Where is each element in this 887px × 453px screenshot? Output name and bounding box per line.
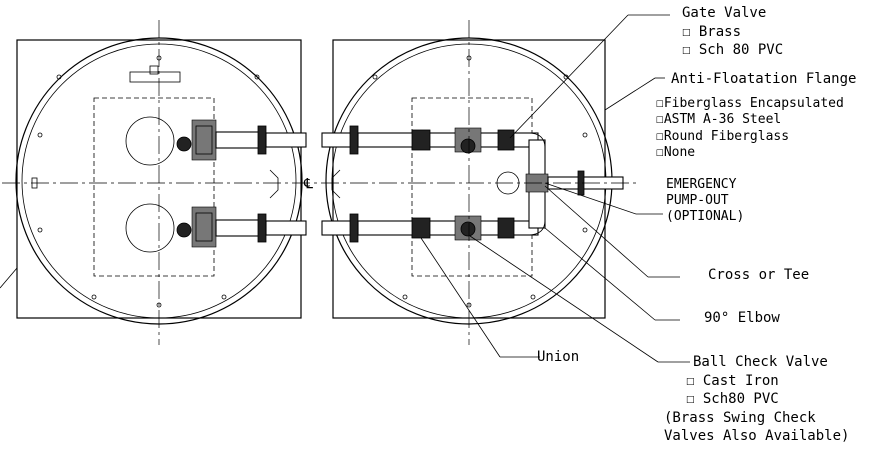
left-outlet-pipe-lower (265, 220, 307, 236)
left-basin-ring-notch (269, 169, 279, 199)
pump-out-line-3: (OPTIONAL) (666, 209, 744, 224)
callout-anti-floatation-flange: Anti-Floatation Flange ☐Fiberglass Encap… (656, 71, 856, 160)
leader-lines (420, 14, 690, 363)
check-valve-option-cast-iron: ☐ Cast Iron (686, 373, 779, 389)
check-valve-note-1: (Brass Swing Check (664, 410, 816, 426)
flange-option-fiberglass-encapsulated: ☐Fiberglass Encapsulated (656, 96, 844, 111)
flange-option-astm-steel: ☐ASTM A-36 Steel (656, 112, 781, 127)
pump-out-line-1: EMERGENCY (666, 177, 737, 192)
left-basin-hatch-outline (93, 97, 215, 277)
elbow-upper (527, 132, 546, 149)
right-inlet-flange-lower (349, 213, 359, 243)
left-basin-pump-2 (125, 203, 175, 253)
check-valve-option-pvc: ☐ Sch80 PVC (686, 391, 779, 407)
pump-out-line-2: PUMP-OUT (666, 193, 729, 208)
left-basin-discharge-upper (176, 119, 267, 161)
flange-title: Anti-Floatation Flange (671, 71, 856, 87)
callout-emergency-pump-out: EMERGENCY PUMP-OUT (OPTIONAL) (666, 177, 744, 224)
right-basin-hatch-outline (411, 97, 533, 277)
callout-gate-valve: Gate Valve ☐ Brass ☐ Sch 80 PVC (682, 5, 783, 58)
elbow-label: 90° Elbow (704, 310, 780, 326)
gate-valve-title: Gate Valve (682, 5, 766, 21)
union-upper (411, 129, 431, 151)
center-lines (2, 20, 640, 345)
gate-valve-lower (497, 217, 515, 239)
check-valve-title: Ball Check Valve (693, 354, 828, 370)
gate-valve-upper (497, 129, 515, 151)
right-inlet-pipe-upper (321, 132, 355, 148)
right-basin (321, 37, 624, 325)
left-basin-lift-bracket (129, 71, 181, 83)
gate-valve-option-pvc: ☐ Sch 80 PVC (682, 42, 783, 58)
left-basin (15, 37, 307, 325)
right-inlet-pipe-lower (321, 220, 355, 236)
right-inlet-flange-upper (349, 125, 359, 155)
flange-option-none: ☐None (656, 145, 695, 160)
left-basin-discharge-lower (176, 206, 267, 248)
union-label: Union (537, 349, 579, 365)
left-edge-leader (0, 267, 18, 289)
centerline-symbol: ℄ (303, 176, 313, 192)
right-basin-ring-notch (331, 169, 341, 199)
union-lower (411, 217, 431, 239)
callout-ball-check-valve: Ball Check Valve ☐ Cast Iron ☐ Sch80 PVC… (664, 354, 849, 444)
cross-tee-label: Cross or Tee (708, 267, 809, 283)
check-valve-note-2: Valves Also Available) (664, 428, 849, 444)
left-outlet-pipe-upper (265, 132, 307, 148)
gate-valve-option-brass: ☐ Brass (682, 24, 741, 40)
left-basin-pump-1 (125, 116, 175, 166)
elbow-lower (527, 219, 546, 236)
flange-option-round-fiberglass: ☐Round Fiberglass (656, 129, 789, 144)
